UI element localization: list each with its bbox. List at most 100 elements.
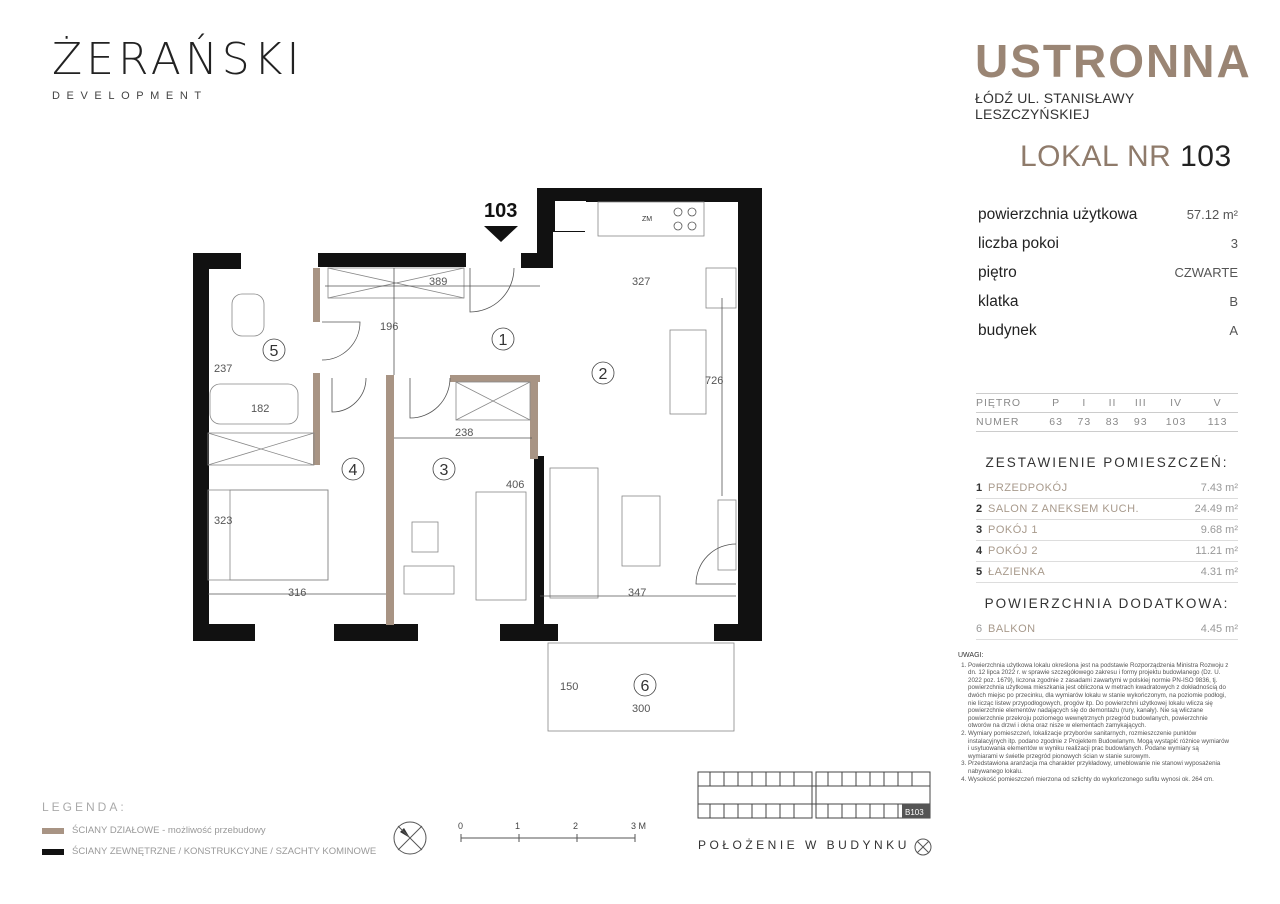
dimension-label: 150 (560, 681, 578, 693)
property-value: A (1229, 323, 1238, 338)
legend-item: ŚCIANY ZEWNĘTRZNE / KONSTRUKCYJNE / SZAC… (42, 841, 376, 862)
dimension-label: 196 (380, 321, 398, 333)
room-name: BALKON (988, 623, 1036, 635)
floor-cell: II (1108, 397, 1117, 409)
room-marker: 1 (499, 332, 508, 349)
room-name: POKÓJ 2 (988, 545, 1038, 557)
room-area: 4.45 m² (1200, 623, 1238, 635)
structural-swatch (42, 848, 64, 855)
floor-number-table: PIĘTRO P I II III IV V NUMER 63 73 83 93… (976, 393, 1238, 432)
property-value: 57.12 m² (1186, 207, 1238, 222)
building-position-label: POŁOŻENIE W BUDYNKU (698, 838, 910, 852)
property-row: klatka B (978, 287, 1240, 316)
scale-label: 3 M (631, 821, 646, 831)
dimension-label: 726 (705, 375, 723, 387)
floor-row: PIĘTRO P I II III IV V (976, 393, 1238, 413)
property-value: 3 (1230, 236, 1238, 251)
floor-cell: V (1213, 397, 1222, 409)
room-marker: 6 (641, 678, 650, 695)
room-number: 5 (976, 566, 983, 578)
property-value: B (1229, 294, 1238, 309)
building-position-map: B103 (697, 771, 931, 819)
partition-walls (313, 268, 540, 625)
note-item: Powierzchnia użytkowa lokalu określona j… (968, 662, 1230, 730)
note-item: Wysokość pomieszczeń mierzona od szlicht… (968, 776, 1230, 784)
floor-cell: IV (1170, 397, 1182, 409)
dimension-label: 237 (214, 363, 232, 375)
rooms-title: ZESTAWIENIE POMIESZCZEŃ: (985, 455, 1229, 470)
number-cell: 113 (1207, 416, 1228, 428)
developer-logo: ŻERAŃSKI DEVELOPMENT (52, 38, 304, 103)
property-label: liczba pokoi (978, 234, 1059, 252)
note-item: Wymiary pomieszczeń, lokalizacje przybor… (968, 730, 1230, 760)
property-label: powierzchnia użytkowa (978, 205, 1138, 223)
partition-swatch (42, 827, 64, 834)
legend-item: ŚCIANY DZIAŁOWE - możliwość przebudowy (42, 820, 376, 841)
notes: UWAGI: Powierzchnia użytkowa lokalu okre… (958, 652, 1230, 783)
floor-cell: P (1052, 397, 1061, 409)
unit-title: LOKAL NR 103 (1020, 140, 1232, 174)
room-area: 24.49 m² (1194, 503, 1238, 515)
room-area: 4.31 m² (1200, 566, 1238, 578)
floor-cell: III (1134, 397, 1147, 409)
legend: LEGENDA: ŚCIANY DZIAŁOWE - możliwość prz… (42, 800, 376, 862)
room-row: 5 ŁAZIENKA 4.31 m² (976, 562, 1238, 583)
notes-title: UWAGI: (958, 652, 984, 659)
floor-plan: 389 327 196 726 237 182 238 406 323 316 … (193, 188, 762, 732)
cooktop-burner-icon (687, 221, 697, 231)
number-cell: 103 (1165, 416, 1187, 428)
legend-label: ŚCIANY ZEWNĘTRZNE / KONSTRUKCYJNE / SZAC… (72, 846, 377, 857)
room-marker: 3 (440, 462, 449, 479)
cooktop-burner-icon (673, 221, 683, 231)
scale-label: 0 (458, 821, 463, 831)
number-cell: 93 (1133, 416, 1148, 428)
property-label: budynek (978, 321, 1037, 339)
scale-label: 1 (515, 821, 520, 831)
unit-marker (902, 804, 930, 818)
room-row: 6 BALKON 4.45 m² (976, 619, 1238, 640)
extra-title: POWIERZCHNIA DODATKOWA: (984, 596, 1230, 611)
property-label: klatka (978, 292, 1019, 310)
dimension-label: 327 (632, 276, 650, 288)
structural-walls (193, 188, 762, 641)
dimension-label: 300 (632, 703, 650, 715)
room-marker: 5 (270, 343, 279, 360)
dimension-label: 406 (506, 479, 524, 491)
dimension-label: 238 (455, 427, 473, 439)
room-area: 11.21 m² (1195, 545, 1238, 557)
room-number: 6 (976, 623, 983, 635)
property-row: liczba pokoi 3 (978, 229, 1240, 258)
legend-title: LEGENDA: (42, 800, 127, 814)
room-marker: 2 (599, 366, 608, 383)
unit-marker-label: B103 (905, 808, 924, 817)
room-name: POKÓJ 1 (988, 524, 1038, 536)
developer-subtitle: DEVELOPMENT (52, 90, 208, 102)
project-name: USTRONNA (975, 35, 1252, 87)
room-name: ŁAZIENKA (988, 566, 1046, 578)
property-row: budynek A (978, 316, 1240, 345)
dimension-label: 182 (251, 403, 269, 415)
note-item: Przedstawiona aranżacja ma charakter prz… (968, 760, 1230, 775)
room-number: 3 (976, 524, 983, 536)
extra-area: POWIERZCHNIA DODATKOWA: 6 BALKON 4.45 m² (976, 596, 1238, 640)
compass-icon (393, 821, 427, 855)
room-name: SALON Z ANEKSEM KUCH. (988, 503, 1140, 515)
property-row: powierzchnia użytkowa 57.12 m² (978, 200, 1240, 229)
number-cell: 63 (1049, 416, 1063, 428)
dimension-label: 323 (214, 515, 232, 527)
unit-properties: powierzchnia użytkowa 57.12 m² liczba pok… (978, 200, 1240, 345)
cooktop-burner-icon (687, 207, 697, 217)
unit-title-label: LOKAL NR (1020, 140, 1172, 173)
number-row-label: NUMER (976, 416, 1020, 428)
dimension-label: 347 (628, 587, 646, 599)
property-value: CZWARTE (1174, 265, 1238, 280)
dimension-label: 389 (429, 276, 447, 288)
compass-small-icon (914, 838, 932, 856)
property-label: piętro (978, 263, 1017, 281)
floor-row-label: PIĘTRO (976, 397, 1022, 409)
number-cell: 83 (1105, 416, 1120, 428)
